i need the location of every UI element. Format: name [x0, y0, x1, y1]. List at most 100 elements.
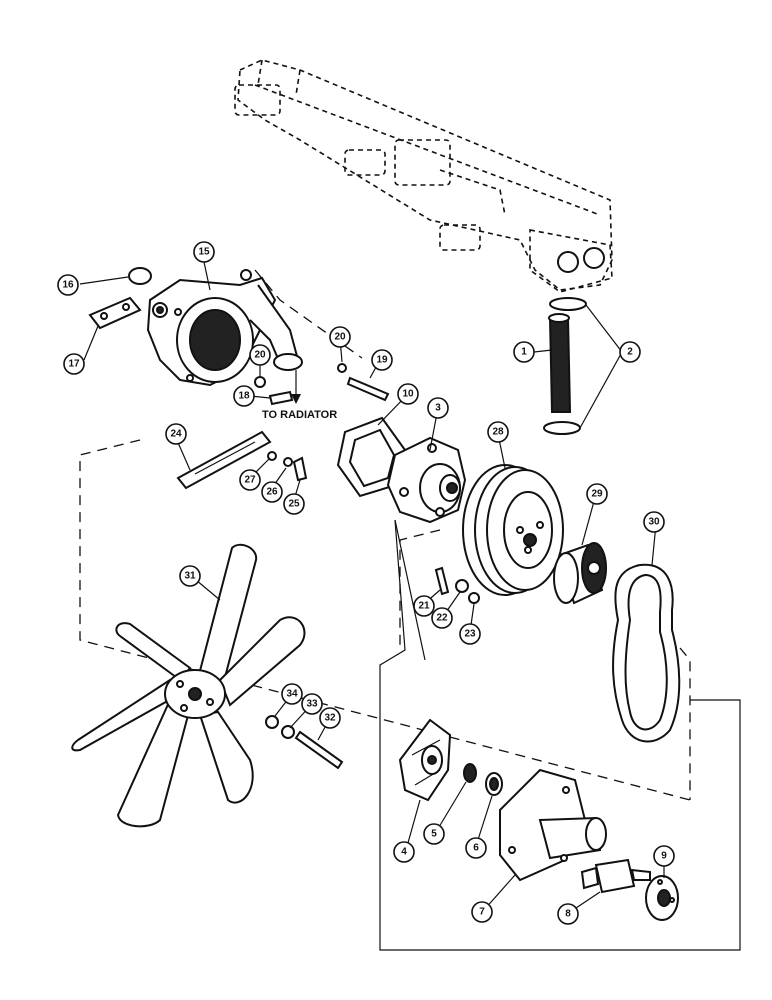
- pump-pulley: [462, 464, 564, 596]
- svg-text:6: 6: [473, 843, 479, 854]
- fan-assembly-boundary: [79, 439, 691, 801]
- svg-text:30: 30: [648, 517, 660, 528]
- callout-15: 15: [193, 241, 215, 263]
- callout-21: 21: [413, 595, 435, 617]
- callout-29: 29: [586, 483, 608, 505]
- callout-25: 25: [283, 493, 305, 515]
- cap-screw: [268, 390, 294, 406]
- callout-6: 6: [465, 837, 487, 859]
- fan-belt: [612, 563, 681, 743]
- pulley-hub: [645, 875, 679, 921]
- callout-18: 18: [233, 385, 255, 407]
- svg-text:20: 20: [254, 350, 266, 361]
- stud: [434, 566, 450, 596]
- washer: [455, 579, 469, 593]
- pump-gasket: [336, 416, 407, 498]
- to-radiator-note: TO RADIATOR: [262, 409, 337, 421]
- cooling-fan: [71, 543, 306, 828]
- svg-text:31: 31: [184, 571, 196, 582]
- svg-text:16: 16: [62, 280, 74, 291]
- manifold-outline: [234, 59, 613, 293]
- svg-text:34: 34: [286, 689, 298, 700]
- cap-screw: [346, 376, 390, 402]
- svg-text:20: 20: [334, 332, 346, 343]
- callout-9: 9: [653, 845, 675, 867]
- callout-31: 31: [179, 565, 201, 587]
- svg-text:7: 7: [479, 907, 485, 918]
- callout-28: 28: [487, 421, 509, 443]
- flat-washer: [281, 725, 295, 739]
- callout-34: 34: [281, 683, 303, 705]
- svg-text:25: 25: [288, 499, 300, 510]
- lock-washer: [265, 715, 279, 729]
- pump-boundary: [399, 529, 441, 650]
- callout-20: 20: [329, 326, 351, 348]
- callout-3: 3: [427, 397, 449, 419]
- svg-text:17: 17: [68, 359, 80, 370]
- callout-23: 23: [459, 623, 481, 645]
- svg-text:33: 33: [306, 699, 318, 710]
- pump-body: [499, 768, 607, 882]
- callout-2: 2: [619, 341, 641, 363]
- adjusting-strap: [176, 430, 272, 490]
- callout-8: 8: [557, 903, 579, 925]
- impeller: [398, 718, 452, 802]
- svg-text:28: 28: [492, 427, 504, 438]
- water-pump: [386, 436, 467, 524]
- callout-17: 17: [63, 353, 85, 375]
- svg-text:10: 10: [402, 389, 414, 400]
- hose-clamp: [549, 297, 587, 311]
- callout-19: 19: [371, 349, 393, 371]
- callout-5: 5: [423, 823, 445, 845]
- callout-10: 10: [397, 383, 419, 405]
- housing-gasket: [88, 296, 142, 330]
- callout-26: 26: [261, 481, 283, 503]
- cap-screw: [292, 456, 308, 482]
- svg-text:22: 22: [436, 613, 448, 624]
- svg-text:18: 18: [238, 391, 250, 402]
- svg-text:3: 3: [435, 403, 441, 414]
- callout-32: 32: [319, 707, 341, 729]
- svg-text:24: 24: [170, 429, 182, 440]
- svg-text:5: 5: [431, 829, 437, 840]
- svg-text:27: 27: [244, 475, 256, 486]
- pump-shaft-bearing: [580, 858, 651, 894]
- callout-20: 20: [249, 344, 271, 366]
- callout-16: 16: [57, 274, 79, 296]
- lock-washer: [254, 376, 266, 388]
- callout-7: 7: [471, 901, 493, 923]
- svg-text:4: 4: [401, 847, 407, 858]
- bypass-hose: [548, 313, 572, 413]
- thermostat-housing: [146, 269, 303, 387]
- pump-seal: [463, 763, 477, 783]
- to-radiator-arrow: [291, 370, 301, 404]
- svg-text:2: 2: [627, 347, 633, 358]
- hose-clamp: [543, 421, 581, 435]
- svg-text:1: 1: [521, 347, 527, 358]
- cap-screw: [294, 730, 344, 770]
- svg-text:21: 21: [418, 601, 430, 612]
- callout-4: 4: [393, 841, 415, 863]
- seal-seat: [489, 777, 499, 791]
- svg-text:19: 19: [376, 355, 388, 366]
- callout-33: 33: [301, 693, 323, 715]
- svg-text:9: 9: [661, 851, 667, 862]
- expansion-plug: [128, 267, 152, 285]
- nut: [468, 592, 480, 604]
- svg-text:8: 8: [565, 909, 571, 920]
- callout-1: 1: [513, 341, 535, 363]
- svg-text:15: 15: [198, 247, 210, 258]
- callout-30: 30: [643, 511, 665, 533]
- svg-text:29: 29: [591, 489, 603, 500]
- inset-frame: [394, 519, 426, 661]
- svg-text:26: 26: [266, 487, 278, 498]
- fan-assembly-boundary: [679, 647, 691, 800]
- lock-washer: [337, 363, 347, 373]
- fan-spacer: [553, 542, 607, 605]
- svg-text:32: 32: [324, 713, 336, 724]
- svg-text:23: 23: [464, 629, 476, 640]
- callout-22: 22: [431, 607, 453, 629]
- callout-24: 24: [165, 423, 187, 445]
